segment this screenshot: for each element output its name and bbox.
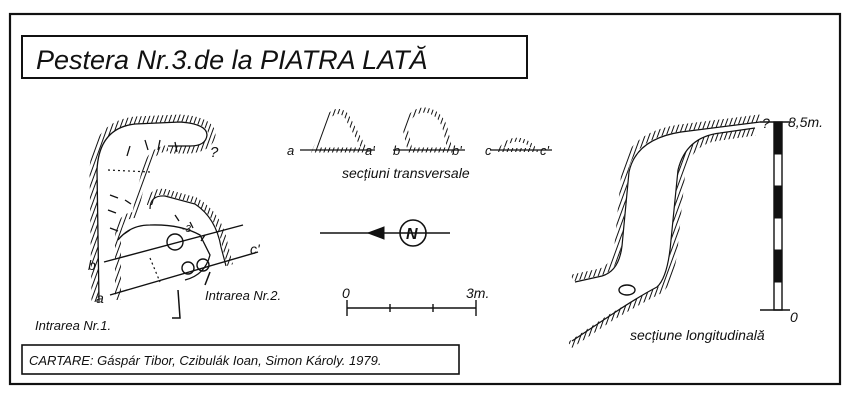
map-title: Pestera Nr.3.de la PIATRA LATĂ: [36, 45, 428, 75]
xs-b-right: b': [452, 143, 462, 158]
section-line-a: [109, 251, 259, 296]
xs-c-left: c: [485, 143, 492, 158]
cross-section-c: [490, 137, 552, 152]
long-top-value: 8,5m.: [788, 114, 823, 130]
scale-start: 0: [342, 285, 350, 301]
entrance1-label: Intrarea Nr.1.: [35, 318, 111, 333]
credits-text: CARTARE: Gáspár Tibor, Czibulák Ioan, Si…: [29, 353, 382, 368]
credits-box: CARTARE: Gáspár Tibor, Czibulák Ioan, Si…: [21, 344, 460, 375]
outer-frame: [8, 12, 842, 386]
xs-a-right: a': [365, 143, 375, 158]
xs-a-left: a: [287, 143, 294, 158]
north-label: N: [406, 226, 418, 243]
cross-section-a: [300, 109, 375, 153]
plan-lower-chamber: [117, 224, 211, 281]
scale-end: 3m.: [466, 285, 489, 301]
plan-outer-wall-line: [96, 121, 208, 303]
plan-label-b: b: [88, 257, 96, 273]
longitudinal-caption: secțiune longitudinală: [630, 327, 765, 343]
section-line-b: [103, 224, 244, 263]
entrance2-label: Intrarea Nr.2.: [205, 288, 281, 303]
plan-shaft-1: [166, 233, 184, 251]
plan-shaft-2: [181, 261, 195, 275]
entrance2-arrow: [204, 271, 211, 286]
long-question-mark: ?: [762, 115, 770, 131]
plan-inner-wall: [115, 145, 169, 300]
title-box: Pestera Nr.3.de la PIATRA LATĂ: [21, 35, 528, 79]
cross-section-b: [393, 107, 465, 153]
entrance1-arrow: [172, 289, 181, 319]
cave-plan: [89, 114, 259, 319]
xs-b-left: b: [393, 143, 400, 158]
cross-sections-caption: secțiuni transversale: [342, 165, 470, 181]
plan-question-mark: ?: [210, 144, 219, 161]
plan-depth-label: -3: [182, 224, 191, 235]
plan-label-a: a: [96, 290, 104, 306]
north-arrow: [320, 219, 450, 247]
plan-outer-wall: [89, 114, 216, 303]
xs-c-right: c': [540, 143, 550, 158]
long-boulder: [618, 284, 636, 296]
plan-shaft-3: [196, 258, 210, 272]
long-lower-wall: [568, 128, 756, 348]
plan-dotted-line: [107, 169, 151, 173]
longitudinal-section: [568, 114, 790, 348]
long-bottom-value: 0: [790, 309, 798, 325]
long-upper-wall: [571, 114, 761, 282]
plan-label-c-prime: c': [250, 241, 261, 257]
plan-right-branch: [147, 188, 233, 266]
cross-sections: [300, 107, 552, 153]
plan-sinter-marks: [107, 139, 206, 242]
scale-bar: [346, 300, 477, 316]
